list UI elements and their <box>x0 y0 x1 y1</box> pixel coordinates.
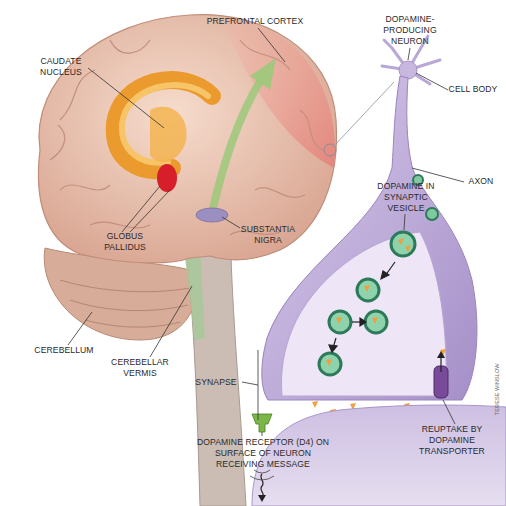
prefrontal-cortex <box>222 18 335 168</box>
axon-vesicle <box>426 208 438 220</box>
zoom-line <box>334 82 394 146</box>
signal-arrow <box>261 474 263 496</box>
leader-line <box>404 214 405 230</box>
leader-line <box>443 400 455 424</box>
part-label: AXON <box>462 176 500 187</box>
leader-line <box>122 186 160 232</box>
signal-ripple <box>250 470 274 480</box>
dopamine-molecule <box>312 401 318 408</box>
synaptic-vesicle <box>319 232 415 375</box>
cerebellum-folds <box>60 280 190 327</box>
part-label: DOPAMINE IN SYNAPTIC VESICLE <box>366 181 446 214</box>
vesicle-membrane <box>365 311 387 333</box>
leader-line <box>130 190 170 232</box>
vesicle-membrane <box>319 353 341 375</box>
part-label: DOPAMINE RECEPTOR (D4) ON SURFACE OF NEU… <box>192 437 334 470</box>
signal-arrowhead <box>258 495 266 502</box>
caudate-nucleus-highlight <box>122 85 208 163</box>
flow-arrow-head <box>360 318 366 326</box>
part-label: GLOBUS PALLIDUS <box>94 231 156 253</box>
part-label: CEREBELLAR VERMIS <box>104 357 176 379</box>
part-label: CELL BODY <box>440 84 506 95</box>
part-label: CEREBELLUM <box>22 345 106 356</box>
part-label: SUBSTANTIA NIGRA <box>232 224 304 246</box>
part-label: CAUDATE NUCLEUS <box>30 56 92 78</box>
brain-gyri <box>50 40 322 235</box>
terminal-cutaway <box>281 232 446 396</box>
dopamine-receptor <box>252 414 272 432</box>
dopamine-molecule <box>398 238 404 245</box>
leader-line <box>88 68 164 128</box>
leader-line <box>262 432 263 436</box>
brain-cortex <box>38 15 336 263</box>
vesicle-membrane <box>391 232 415 256</box>
dopamine-molecule <box>326 359 332 366</box>
axon-terminal <box>262 76 477 400</box>
putamen <box>150 107 187 162</box>
leader-line <box>408 48 410 60</box>
credit-label: TERESE WINSLOW <box>494 354 501 424</box>
leader-line <box>242 382 258 385</box>
dopamine-molecule <box>336 317 342 324</box>
dopamine-molecule <box>405 245 411 252</box>
dopamine-molecule <box>372 317 378 324</box>
leader-line <box>68 312 92 345</box>
part-label: REUPTAKE BY DOPAMINE TRANSPORTER <box>402 424 502 457</box>
globus-pallidus <box>157 164 177 192</box>
reuptake-arrow <box>440 356 441 372</box>
part-label: DOPAMINE- PRODUCING NEURON <box>372 14 448 47</box>
part-label: SYNAPSE <box>188 377 244 388</box>
vesicle-membrane <box>357 279 379 301</box>
leader-line <box>416 73 448 90</box>
flow-arrow-head <box>381 271 389 279</box>
substantia-nigra <box>196 208 228 222</box>
synapse-bracket <box>258 350 259 420</box>
dopamine-pathway-arrowhead <box>250 58 276 90</box>
part-label: PREFRONTAL CORTEX <box>200 16 310 27</box>
flow-arrow-head <box>329 345 337 352</box>
caudate-nucleus <box>115 80 212 170</box>
leader-line <box>222 217 240 228</box>
leader-line <box>150 286 192 357</box>
vesicle-arrows <box>329 262 395 352</box>
leader-line <box>412 168 464 182</box>
reuptake-arrowhead <box>437 351 445 358</box>
leader-line <box>258 28 285 62</box>
cerebellar-vermis <box>184 250 205 340</box>
dopamine-molecule <box>364 285 370 292</box>
leader-lines <box>68 28 464 436</box>
dopamine-molecules <box>312 238 446 424</box>
vesicle-membrane <box>329 311 351 333</box>
